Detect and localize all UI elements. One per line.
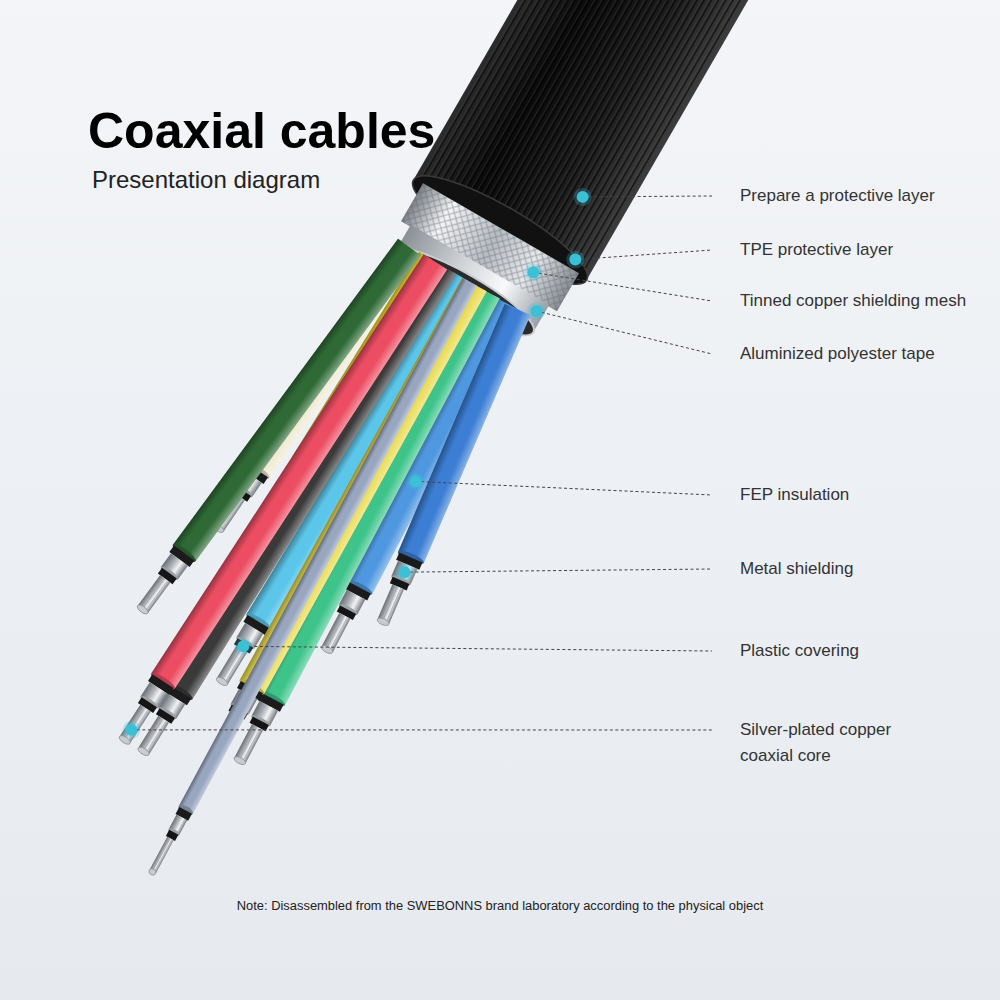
jacket-ridge (426, 0, 705, 185)
jacket-ridge (420, 0, 699, 182)
core-strand (239, 727, 257, 761)
callout-dot-halo (574, 188, 592, 206)
core-end (137, 745, 151, 757)
core-end (233, 755, 247, 766)
core-end (376, 617, 390, 627)
callout-dot (530, 305, 542, 317)
leader-line (405, 569, 712, 572)
callout-dot-halo (407, 472, 425, 490)
wire (144, 278, 477, 878)
jacket-ridge (474, 0, 753, 213)
part-label: FEP insulation (740, 482, 849, 508)
callout-dot-halo (234, 637, 252, 655)
part-label: Tinned copper shielding mesh (740, 288, 966, 314)
callout-dot (125, 724, 137, 736)
core-strand (142, 578, 165, 609)
leader-line (575, 250, 712, 260)
callout-dot (527, 266, 539, 278)
jacket-ridge-light (580, 0, 859, 274)
callout-dot (399, 566, 411, 578)
core-strand (140, 577, 163, 608)
callout-dot-halo (566, 251, 584, 269)
fep-insulation (169, 260, 456, 700)
jacket-ridge-light (478, 0, 757, 215)
core-strand (386, 588, 401, 623)
core-end (136, 603, 150, 615)
core-strand (242, 728, 260, 762)
part-label: TPE protective layer (740, 237, 893, 263)
core-end (215, 676, 229, 688)
jacket-ridge-light (494, 0, 773, 224)
leader-line (533, 272, 712, 301)
jacket-ridge-light (451, 0, 730, 199)
core-end (320, 644, 334, 655)
jacket-ridge (437, 0, 716, 191)
callout-dot (577, 191, 589, 203)
note-text: Note: Disassembled from the SWEBONNS bra… (0, 897, 1000, 915)
jacket-ridge (560, 0, 839, 262)
jacket-ridge (496, 0, 775, 225)
callout-dot-halo (122, 721, 140, 739)
cable-illustration (18, 0, 875, 919)
jacket-ridge-light (419, 0, 698, 181)
part-label: Silver-plated copper coaxial core (740, 717, 920, 769)
core-strand (143, 719, 163, 751)
title: Coaxial cables (88, 103, 435, 159)
part-label: Prepare a protective layer (740, 183, 935, 209)
core-strand (380, 585, 395, 620)
callout-dot (569, 254, 581, 266)
callout-dot-halo (527, 302, 545, 320)
jacket-ridge (549, 0, 828, 256)
jacket-ridge-light (564, 0, 843, 264)
part-label: Plastic covering (740, 638, 859, 664)
callout-dot-halo (396, 563, 414, 581)
jacket-ridge (431, 0, 710, 188)
leader-line (416, 481, 712, 495)
jacket-ridge (453, 0, 732, 200)
wire (130, 260, 456, 762)
leader-line (131, 729, 712, 730)
jacket-ridge-light (435, 0, 714, 190)
core-strand (154, 839, 172, 872)
jacket-ridge-light (456, 0, 735, 202)
core-strand (151, 838, 169, 871)
insulation-shade (169, 260, 456, 700)
jacket-ridge-light (462, 0, 741, 205)
callout-dot (237, 640, 249, 652)
core-end (148, 868, 157, 877)
jacket-ridge-light (542, 0, 821, 252)
core-strand (122, 706, 143, 738)
insulation-shade (151, 254, 447, 689)
subtitle: Presentation diagram (92, 165, 320, 195)
callout-dot-halo (524, 263, 542, 281)
jacket-ridge (469, 0, 748, 210)
jacket-ridge-light (537, 0, 816, 249)
insulation-shade (179, 278, 477, 814)
core-strand (330, 617, 348, 651)
wire (111, 254, 447, 750)
leader-line (583, 196, 712, 198)
jacket-ridge (539, 0, 818, 250)
fep-insulation (179, 278, 477, 814)
part-label: Aluminized polyester tape (740, 341, 935, 367)
copper-core (149, 837, 173, 874)
leader-line (243, 646, 712, 651)
part-label: Metal shielding (740, 556, 853, 582)
jacket-ridge-light (424, 0, 703, 184)
leader-line (536, 311, 712, 354)
core-strand (152, 838, 170, 871)
callout-dot (410, 475, 422, 487)
core-strand (219, 647, 239, 679)
fep-insulation (151, 254, 447, 689)
core-strand (237, 725, 255, 759)
core-strand (383, 587, 398, 622)
